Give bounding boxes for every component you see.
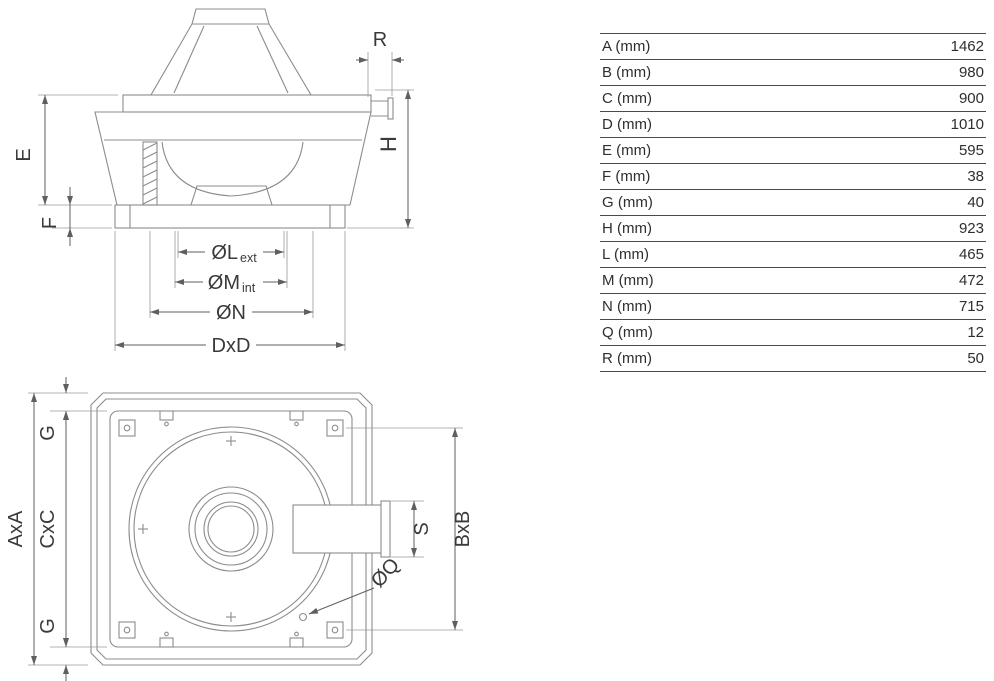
dim-label: E (mm) (602, 142, 652, 159)
dim-value: 38 (967, 168, 984, 185)
dim-label-BxB: BxB (452, 511, 474, 548)
outer-base-square (90, 392, 373, 666)
dim-value: 465 (958, 246, 984, 263)
dim-label: G (mm) (602, 194, 653, 211)
table-row: H (mm) 923 (600, 215, 986, 241)
dimension-table: A (mm) 1462 B (mm) 980 C (mm) 900 D (mm)… (600, 33, 986, 372)
table-row: D (mm) 1010 (600, 111, 986, 137)
table-row: L (mm) 465 (600, 241, 986, 267)
top-view: AxA CxC G G BxB S ØQ (5, 377, 474, 681)
dim-label-R: R (373, 29, 387, 51)
dim-label-CxC: CxC (37, 510, 59, 549)
dim-label-dia-L: ØL (211, 242, 238, 264)
dim-label-dia-M: ØM (208, 272, 240, 294)
top-view-geometry (90, 392, 391, 666)
hub-circles (188, 486, 274, 572)
dim-value: 1462 (950, 38, 984, 55)
dim-label: M (mm) (602, 272, 654, 289)
table-row: Q (mm) 12 (600, 319, 986, 345)
table-row: B (mm) 980 (600, 59, 986, 85)
mounting-plate (122, 94, 372, 113)
dim-label-dia-N: ØN (216, 302, 246, 324)
dim-label-G-bottom: G (37, 618, 59, 634)
outlet-pipe (371, 97, 394, 120)
table-row: R (mm) 50 (600, 345, 986, 372)
cap-top (191, 8, 270, 25)
dim-value: 40 (967, 194, 984, 211)
dim-label-S: S (411, 522, 433, 535)
outlet-duct-top (292, 500, 391, 558)
q-hole (298, 612, 308, 622)
dim-label-G-top: G (37, 425, 59, 441)
dim-value: 1010 (950, 116, 984, 133)
top-view-dimensions: AxA CxC G G BxB S ØQ (5, 377, 474, 681)
dim-label: L (mm) (602, 246, 649, 263)
side-view-geometry (94, 8, 394, 229)
dim-label: C (mm) (602, 90, 652, 107)
fan-housing (94, 111, 372, 206)
table-row: E (mm) 595 (600, 137, 986, 163)
corner-tabs (118, 419, 344, 639)
hatch-strip (142, 141, 158, 206)
table-row: F (mm) 38 (600, 163, 986, 189)
edge-clips (159, 410, 304, 648)
dim-label-DxD: DxD (212, 335, 251, 357)
table-row: N (mm) 715 (600, 293, 986, 319)
dim-label-AxA: AxA (5, 510, 27, 547)
dim-label: R (mm) (602, 350, 652, 367)
dim-label: H (mm) (602, 220, 652, 237)
dim-value: 50 (967, 350, 984, 367)
dim-value: 12 (967, 324, 984, 341)
table-row: M (mm) 472 (600, 267, 986, 293)
dim-label: N (mm) (602, 298, 652, 315)
dim-value: 980 (958, 64, 984, 81)
dim-value: 923 (958, 220, 984, 237)
side-view-dimensions: R E F H ØL ext ØM int ØN DxD (13, 29, 414, 357)
dim-label-dia-L-sub: ext (240, 251, 257, 265)
dim-label: F (mm) (602, 168, 651, 185)
table-row: G (mm) 40 (600, 189, 986, 215)
base-flange (114, 204, 346, 229)
cap-cone (150, 23, 312, 96)
dim-label: B (mm) (602, 64, 652, 81)
table-row: A (mm) 1462 (600, 33, 986, 59)
dim-label-F: F (39, 217, 61, 229)
dim-value: 595 (958, 142, 984, 159)
table-row: C (mm) 900 (600, 85, 986, 111)
technical-drawing: R E F H ØL ext ØM int ØN DxD (5, 8, 474, 681)
dim-label-H: H (376, 136, 401, 152)
dim-label: A (mm) (602, 38, 651, 55)
dim-label: Q (mm) (602, 324, 653, 341)
dim-value: 472 (958, 272, 984, 289)
dim-value: 715 (958, 298, 984, 315)
dim-label-dia-M-sub: int (242, 281, 256, 295)
dim-label-E: E (13, 148, 35, 161)
side-view: R E F H ØL ext ØM int ØN DxD (13, 8, 414, 357)
dim-value: 900 (958, 90, 984, 107)
dim-label: D (mm) (602, 116, 652, 133)
